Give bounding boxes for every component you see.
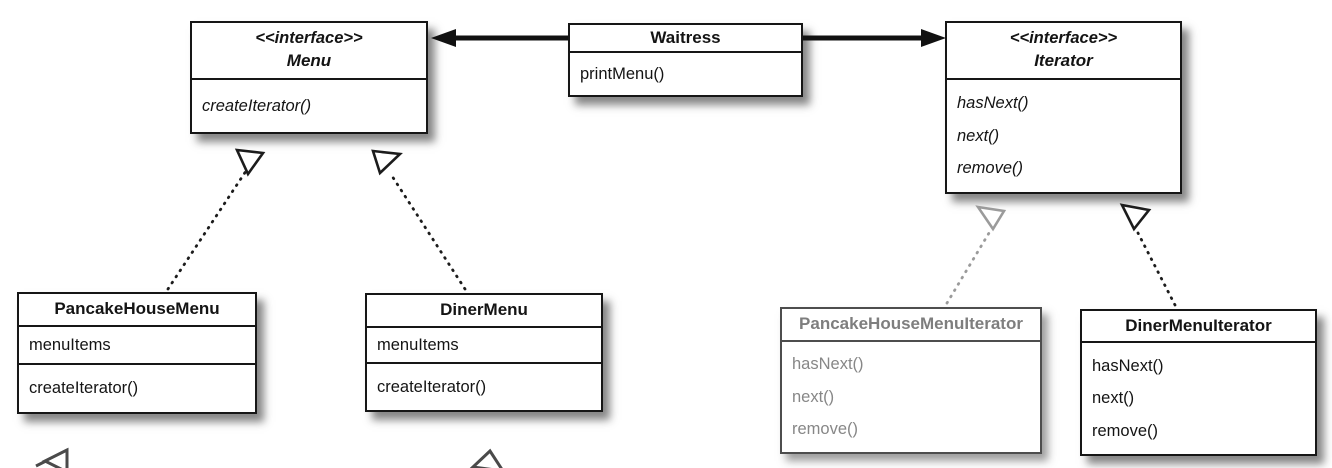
clipped-arrowhead-bottom-middle-icon — [469, 448, 503, 468]
methods-compartment: hasNext() next() remove() — [782, 342, 1040, 452]
field-label: menuItems — [29, 335, 111, 354]
method-label: createIterator() — [377, 377, 487, 396]
class-header-iterator: <<interface>> Iterator — [947, 23, 1180, 80]
stereotype-label: <<interface>> — [255, 29, 363, 48]
class-box-iterator: <<interface>> Iterator hasNext() next() … — [945, 21, 1182, 194]
method-label: createIterator() — [202, 96, 312, 115]
method-label: createIterator() — [29, 379, 139, 397]
class-header-pancake-house-menu-iterator: PancakeHouseMenuIterator — [782, 309, 1040, 342]
filled-arrowhead-to-iterator-icon — [921, 29, 946, 47]
hollow-triangle-to-menu-right-icon — [371, 149, 403, 176]
methods-compartment: createIterator() — [367, 364, 601, 410]
hollow-triangle-to-menu-left-icon — [234, 148, 266, 177]
class-name: Iterator — [1034, 51, 1093, 71]
stereotype-label: <<interface>> — [1009, 29, 1118, 48]
class-name: DinerMenu — [440, 300, 528, 320]
class-header-pancake-house-menu: PancakeHouseMenu — [19, 294, 255, 327]
class-box-waitress: Waitress printMenu() — [568, 23, 803, 97]
method-label: next() — [792, 387, 835, 406]
methods-compartment: printMenu() — [570, 53, 801, 95]
filled-arrowhead-to-menu-icon — [431, 29, 456, 47]
method-label: next() — [1092, 389, 1135, 407]
field-label: menuItems — [377, 335, 459, 354]
method-label: remove() — [1092, 421, 1159, 440]
edge-pancake-house-menu-implements-menu — [166, 169, 248, 291]
edge-diner-menu-iterator-implements-iterator — [1136, 231, 1177, 307]
method-label: remove() — [957, 159, 1024, 178]
fields-compartment: menuItems — [19, 327, 255, 365]
edge-diner-menu-implements-menu — [390, 174, 467, 291]
hollow-triangle-to-iterator-left-icon — [975, 205, 1007, 232]
class-box-diner-menu-iterator: DinerMenuIterator hasNext() next() remov… — [1080, 309, 1317, 456]
hollow-triangle-to-iterator-right-icon — [1119, 203, 1152, 232]
class-header-menu: <<interface>> Menu — [192, 23, 426, 80]
clipped-arrow-tail-bottom-left — [35, 458, 49, 468]
class-name: Menu — [286, 51, 332, 71]
method-label: printMenu() — [580, 64, 665, 83]
method-label: next() — [957, 126, 1000, 145]
class-name: PancakeHouseMenu — [54, 299, 220, 319]
class-header-diner-menu: DinerMenu — [367, 295, 601, 328]
class-name: Waitress — [650, 27, 721, 47]
method-label: hasNext() — [1092, 356, 1164, 375]
class-header-waitress: Waitress — [570, 25, 801, 53]
class-header-diner-menu-iterator: DinerMenuIterator — [1082, 311, 1315, 343]
method-label: hasNext() — [792, 355, 864, 374]
class-name: PancakeHouseMenuIterator — [799, 314, 1023, 334]
fields-compartment: menuItems — [367, 328, 601, 364]
method-label: hasNext() — [957, 93, 1029, 112]
clipped-arrowhead-bottom-left-icon — [41, 447, 69, 468]
class-box-menu: <<interface>> Menu createIterator() — [190, 21, 428, 134]
methods-compartment: createIterator() — [19, 365, 255, 412]
edge-pancake-house-menu-iterator-implements-iterator — [945, 231, 991, 305]
method-label: remove() — [792, 419, 859, 438]
methods-compartment: hasNext() next() remove() — [1082, 343, 1315, 454]
class-box-pancake-house-menu: PancakeHouseMenu menuItems createIterato… — [17, 292, 257, 414]
methods-compartment: hasNext() next() remove() — [947, 80, 1180, 192]
class-name: DinerMenuIterator — [1125, 315, 1272, 335]
methods-compartment: createIterator() — [192, 80, 426, 132]
class-box-diner-menu: DinerMenu menuItems createIterator() — [365, 293, 603, 412]
class-box-pancake-house-menu-iterator: PancakeHouseMenuIterator hasNext() next(… — [780, 307, 1042, 454]
